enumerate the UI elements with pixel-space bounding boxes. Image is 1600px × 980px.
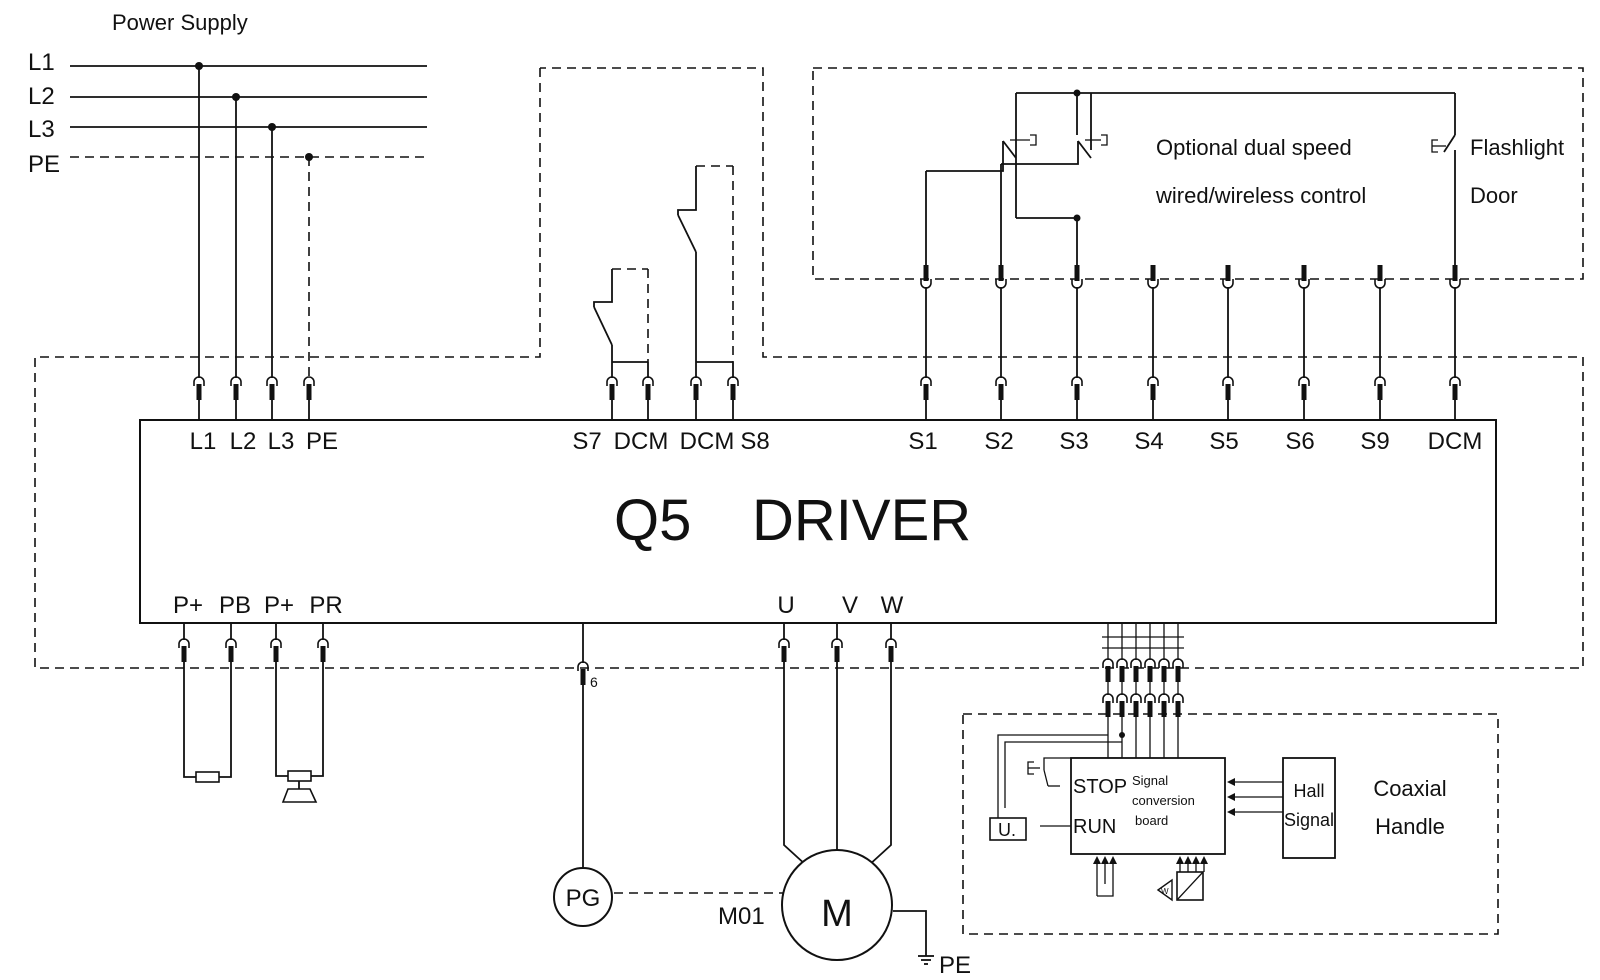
driver-model: Q5: [614, 488, 691, 553]
motor-symbol: [781, 849, 893, 961]
signal-board-arrows: [1093, 778, 1283, 897]
braking-resistor: [183, 662, 232, 783]
terminal-label-pe: PE: [306, 428, 338, 455]
terminal-label-l1: L1: [190, 428, 217, 455]
terminal-label-dcm-b: DCM: [680, 428, 735, 455]
s7-switch: [593, 268, 649, 378]
encoder-pin: 6: [590, 674, 598, 690]
door-label: Door: [1470, 183, 1518, 208]
motor-designation: M01: [718, 903, 765, 930]
u-box-label: U.: [998, 820, 1016, 840]
terminal-label-s3: S3: [1059, 428, 1088, 455]
terminal-label-s6: S6: [1285, 428, 1314, 455]
terminal-label-s1: S1: [908, 428, 937, 455]
line-label-l1: L1: [28, 49, 55, 76]
terminal-label-p-plus-b: P+: [264, 592, 294, 619]
terminal-label-s9: S9: [1360, 428, 1389, 455]
terminal-label-dcm-a: DCM: [614, 428, 669, 455]
remote-control-line1: Optional dual speed: [1156, 135, 1352, 160]
terminal-label-v: V: [842, 592, 858, 619]
motor-wiring: [778, 623, 934, 965]
hall-box: [1282, 757, 1336, 859]
power-supply-label: Power Supply: [112, 10, 248, 35]
bottom-terminal-labels: P+ PB P+ PR U V W: [173, 592, 904, 619]
terminal-label-pb: PB: [219, 592, 251, 619]
handle-cable-bundle: [997, 623, 1184, 827]
hall-label-line2: Signal: [1284, 810, 1334, 830]
signal-board: [1070, 757, 1226, 855]
potentiometer-tag: W: [1161, 887, 1169, 896]
driver-word: DRIVER: [752, 488, 971, 553]
terminal-label-p-plus-a: P+: [173, 592, 203, 619]
brake-unit: [275, 662, 324, 803]
terminal-label-w: W: [881, 592, 904, 619]
signal-board-line1: Signal: [1132, 773, 1168, 788]
encoder-label: PG: [566, 885, 601, 912]
terminal-label-s5: S5: [1209, 428, 1238, 455]
remote-wiring: [920, 89, 1461, 378]
encoder-wiring: [577, 623, 792, 894]
signal-board-line3: board: [1135, 813, 1168, 828]
line-label-l2: L2: [28, 83, 55, 110]
driver-box: [139, 419, 1497, 624]
top-terminal-connectors: [193, 376, 1461, 420]
signal-board-stop: STOP: [1073, 776, 1127, 798]
remote-control-line2: wired/wireless control: [1155, 183, 1366, 208]
motor-earth-label: PE: [939, 952, 971, 979]
potentiometer-icon: [1156, 871, 1204, 902]
power-bus-lines: [70, 62, 427, 378]
terminal-label-l3: L3: [268, 428, 295, 455]
terminal-label-s2: S2: [984, 428, 1013, 455]
terminal-label-dcm-c: DCM: [1428, 428, 1483, 455]
terminal-label-s8: S8: [740, 428, 769, 455]
line-label-pe: PE: [28, 151, 60, 178]
braking-connectors: [178, 623, 329, 663]
terminal-label-s7: S7: [572, 428, 601, 455]
motor-label: M: [821, 893, 853, 935]
enclosure-outline: [34, 67, 1584, 935]
s8-switch: [677, 165, 734, 378]
top-terminal-labels: L1 L2 L3 PE S7 DCM DCM S8 S1 S2 S3 S4 S5…: [190, 428, 1483, 455]
signal-board-line2: conversion: [1132, 793, 1195, 808]
encoder-symbol: [553, 867, 613, 927]
coaxial-handle-line1: Coaxial: [1373, 776, 1446, 801]
terminal-label-s4: S4: [1134, 428, 1163, 455]
signal-board-run: RUN: [1073, 816, 1116, 838]
line-label-l3: L3: [28, 116, 55, 143]
flashlight-label: Flashlight: [1470, 135, 1564, 160]
u-box: [989, 817, 1027, 841]
terminal-label-pr: PR: [309, 592, 342, 619]
terminal-label-u: U: [777, 592, 794, 619]
terminal-label-l2: L2: [230, 428, 257, 455]
coaxial-handle-line2: Handle: [1375, 814, 1445, 839]
hall-label-line1: Hall: [1293, 781, 1324, 801]
